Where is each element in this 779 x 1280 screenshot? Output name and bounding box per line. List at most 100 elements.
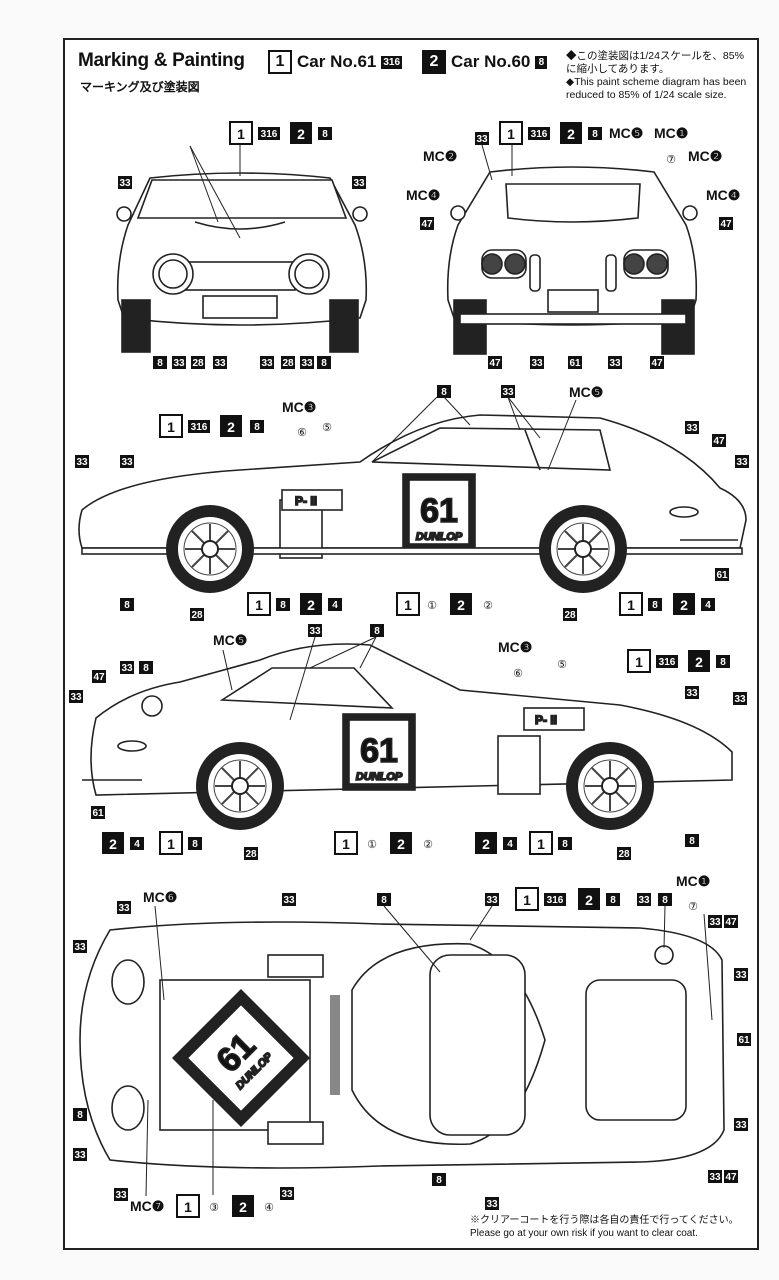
svg-text:8: 8 xyxy=(321,358,327,369)
svg-text:33: 33 xyxy=(261,358,273,369)
clear-coat-note: ※クリアーコートを行う際は各自の責任で行ってください。 Please go at… xyxy=(470,1214,739,1240)
svg-text:MC❶: MC❶ xyxy=(676,873,710,889)
front-view xyxy=(116,172,368,353)
car-option-2: 2 Car No.60 8 xyxy=(422,50,548,74)
svg-text:8: 8 xyxy=(192,839,198,850)
svg-text:8: 8 xyxy=(143,663,149,674)
svg-text:2: 2 xyxy=(109,836,117,852)
svg-text:②: ② xyxy=(483,600,493,612)
svg-text:2: 2 xyxy=(307,597,315,613)
svg-text:8: 8 xyxy=(592,129,598,140)
option-2-code: 8 xyxy=(535,55,548,69)
scale-note-en: ◆This paint scheme diagram has been redu… xyxy=(566,76,747,101)
side2-sponsor: DUNLOP xyxy=(356,771,403,783)
car-option-1: 1 Car No.61 316 xyxy=(268,50,403,74)
leader-lines xyxy=(145,144,713,1197)
svg-text:⑥: ⑥ xyxy=(297,427,307,439)
svg-text:33: 33 xyxy=(735,1120,747,1131)
svg-text:61: 61 xyxy=(569,358,581,369)
svg-text:4: 4 xyxy=(332,600,338,611)
svg-text:MC❷: MC❷ xyxy=(423,148,457,164)
svg-text:MC❸: MC❸ xyxy=(498,639,532,655)
svg-text:4: 4 xyxy=(705,600,711,611)
svg-text:⑦: ⑦ xyxy=(666,154,676,166)
page-title-jp: マーキング及び塗装図 xyxy=(80,80,200,94)
svg-text:33: 33 xyxy=(74,942,86,953)
svg-text:33: 33 xyxy=(734,694,746,705)
svg-text:1: 1 xyxy=(167,419,175,435)
svg-text:④: ④ xyxy=(264,1202,274,1214)
svg-text:1: 1 xyxy=(523,892,531,908)
svg-text:MC❼: MC❼ xyxy=(130,1198,164,1214)
svg-text:33: 33 xyxy=(709,917,721,928)
svg-text:28: 28 xyxy=(192,358,204,369)
svg-text:316: 316 xyxy=(659,657,676,668)
svg-text:33: 33 xyxy=(638,895,650,906)
svg-text:1: 1 xyxy=(167,836,175,852)
svg-text:2: 2 xyxy=(695,654,703,670)
svg-text:②: ② xyxy=(423,839,433,851)
svg-text:316: 316 xyxy=(547,895,564,906)
svg-text:①: ① xyxy=(427,600,437,612)
side1-plate: P- II xyxy=(295,494,317,508)
svg-text:8: 8 xyxy=(689,836,695,847)
svg-text:8: 8 xyxy=(322,129,328,140)
svg-text:8: 8 xyxy=(652,600,658,611)
svg-text:8: 8 xyxy=(720,657,726,668)
svg-text:2: 2 xyxy=(457,597,465,613)
svg-text:MC❹: MC❹ xyxy=(406,187,440,203)
svg-text:2: 2 xyxy=(567,126,575,142)
svg-text:33: 33 xyxy=(502,387,514,398)
svg-text:316: 316 xyxy=(531,129,548,140)
clear-coat-note-jp: ※クリアーコートを行う際は各自の責任で行ってください。 xyxy=(470,1215,739,1226)
svg-text:33: 33 xyxy=(486,895,498,906)
svg-text:1: 1 xyxy=(342,836,350,852)
svg-text:33: 33 xyxy=(309,626,321,637)
svg-text:33: 33 xyxy=(121,457,133,468)
svg-text:33: 33 xyxy=(76,457,88,468)
svg-text:61: 61 xyxy=(716,570,728,581)
svg-text:⑦: ⑦ xyxy=(688,901,698,913)
svg-text:MC❺: MC❺ xyxy=(609,125,643,141)
svg-text:47: 47 xyxy=(651,358,663,369)
svg-text:316: 316 xyxy=(191,422,208,433)
svg-text:33: 33 xyxy=(735,970,747,981)
svg-text:2: 2 xyxy=(397,836,405,852)
svg-text:⑥: ⑥ xyxy=(513,668,523,680)
svg-text:33: 33 xyxy=(686,688,698,699)
svg-text:28: 28 xyxy=(191,610,203,621)
svg-text:2: 2 xyxy=(239,1199,247,1215)
svg-text:1: 1 xyxy=(627,597,635,613)
svg-text:33: 33 xyxy=(118,903,130,914)
svg-text:61: 61 xyxy=(738,1035,750,1046)
svg-text:33: 33 xyxy=(709,1172,721,1183)
svg-text:8: 8 xyxy=(157,358,163,369)
svg-text:33: 33 xyxy=(281,1189,293,1200)
option-1-badge: 1 xyxy=(268,50,292,74)
svg-text:2: 2 xyxy=(680,597,688,613)
page-title: Marking & Painting xyxy=(78,50,245,71)
svg-text:8: 8 xyxy=(562,839,568,850)
svg-text:33: 33 xyxy=(476,134,488,145)
svg-text:47: 47 xyxy=(725,917,737,928)
svg-text:8: 8 xyxy=(441,387,447,398)
svg-text:MC❺: MC❺ xyxy=(213,632,247,648)
svg-text:1: 1 xyxy=(184,1199,192,1215)
svg-text:33: 33 xyxy=(173,358,185,369)
svg-text:1: 1 xyxy=(255,597,263,613)
svg-text:2: 2 xyxy=(585,892,593,908)
svg-text:1: 1 xyxy=(635,654,643,670)
svg-text:33: 33 xyxy=(353,178,365,189)
svg-text:2: 2 xyxy=(227,419,235,435)
svg-text:8: 8 xyxy=(436,1175,442,1186)
svg-text:MC❹: MC❹ xyxy=(706,187,740,203)
svg-text:1: 1 xyxy=(507,126,515,142)
svg-text:47: 47 xyxy=(713,436,725,447)
svg-text:MC❸: MC❸ xyxy=(282,399,316,415)
svg-text:①: ① xyxy=(367,839,377,851)
scale-note-jp: ◆この塗装図は1/24スケールを、85%に縮小してあります。 xyxy=(566,50,744,75)
svg-text:⑤: ⑤ xyxy=(322,422,332,434)
clear-coat-note-en: Please go at your own risk if you want t… xyxy=(470,1228,698,1239)
svg-text:28: 28 xyxy=(282,358,294,369)
